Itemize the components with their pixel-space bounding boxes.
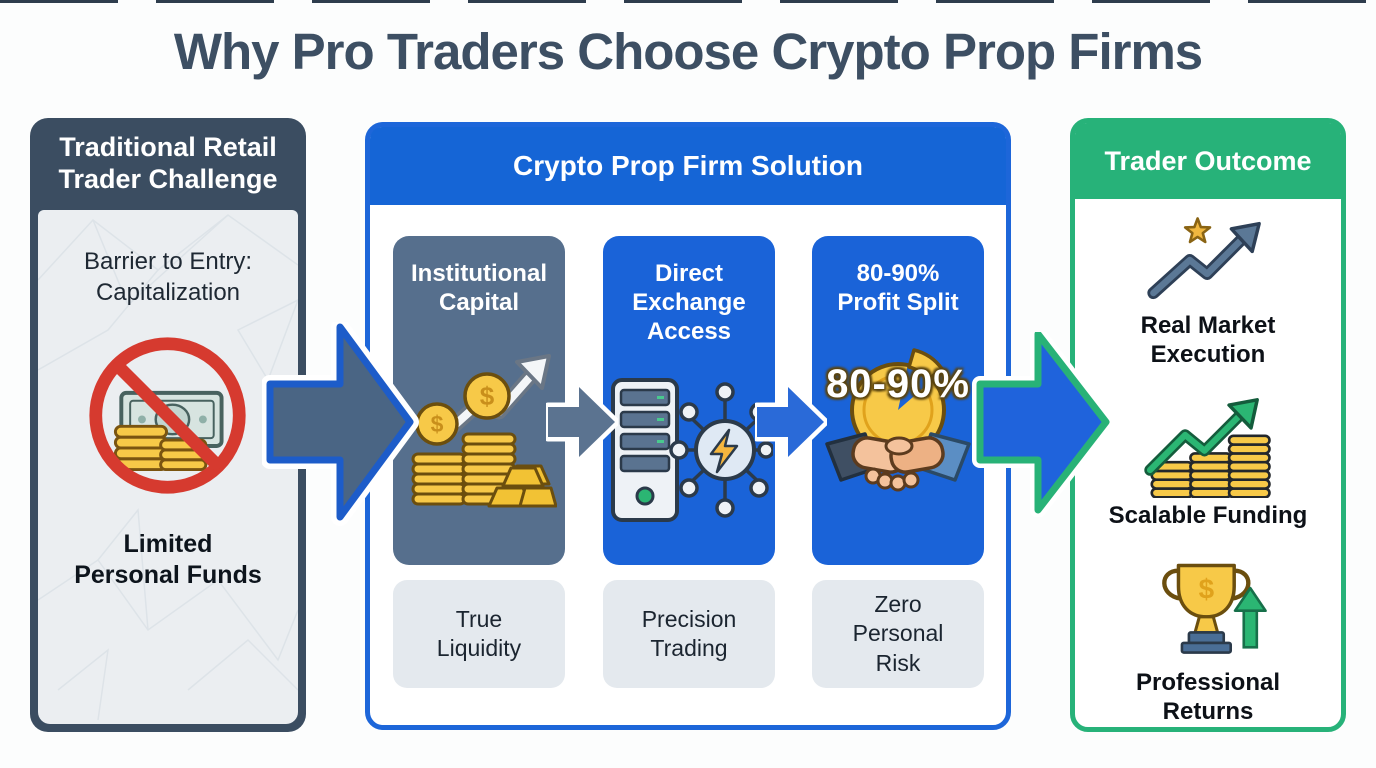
prop-firm-solution-panel: Crypto Prop Firm Solution Institutional … (365, 122, 1011, 730)
card-institutional-capital: Institutional Capital $ $ (393, 236, 565, 565)
chip-true-liquidity: True Liquidity (393, 580, 565, 688)
prop-firm-solution-header: Crypto Prop Firm Solution (370, 127, 1006, 205)
traditional-trader-body: Barrier to Entry: Capitalization (38, 210, 298, 724)
card-direct-exchange-access: Direct Exchange Access (603, 236, 775, 565)
outcome-label-scalable-funding: Scalable Funding (1108, 501, 1308, 529)
coins-growth-icon: $ $ (411, 354, 557, 508)
traditional-trader-panel: Traditional Retail Trader Challenge Barr… (30, 118, 306, 732)
barrier-label: Barrier to Entry: Capitalization (83, 248, 253, 307)
traditional-trader-header: Traditional Retail Trader Challenge (58, 132, 278, 194)
handshake-pie-icon (825, 348, 971, 492)
card-profit-split: 80-90% Profit Split 80-90% (812, 236, 984, 565)
polygon-pattern-decoration (38, 214, 298, 721)
outcome-label-real-market: Real Market Execution (1140, 312, 1276, 368)
trader-outcome-panel: Trader Outcome Real Market Execution (1070, 118, 1346, 732)
card-title: 80-90% Profit Split (837, 260, 959, 316)
trend-star-icon (1147, 217, 1261, 300)
server-network-icon (611, 378, 773, 522)
svg-text:$: $ (480, 381, 495, 411)
limited-funds-label: Limited Personal Funds (74, 530, 262, 589)
chip-precision-trading: Precision Trading (603, 580, 775, 688)
solution-to-outcome-arrow (972, 332, 1114, 517)
card-title: Direct Exchange Access (632, 260, 746, 345)
outcome-label-professional-returns: Professional Returns (1135, 669, 1281, 726)
svg-text:$: $ (1198, 573, 1214, 604)
card2-to-card3-arrow (755, 384, 827, 460)
page-title: Why Pro Traders Choose Crypto Prop Firms (173, 23, 1203, 80)
chip-zero-personal-risk: Zero Personal Risk (812, 580, 984, 688)
card1-to-card2-arrow (546, 384, 618, 460)
profit-split-overlay: 80-90% (826, 362, 970, 406)
svg-text:$: $ (431, 411, 444, 437)
trophy-icon: $ (1161, 563, 1267, 654)
no-money-icon (89, 337, 246, 495)
trader-outcome-header: Trader Outcome (1075, 123, 1341, 199)
card-title: Institutional Capital (411, 260, 547, 316)
top-border-dashes (0, 0, 1376, 3)
challenge-to-solution-arrow (262, 322, 419, 526)
coins-up-icon (1144, 397, 1271, 498)
